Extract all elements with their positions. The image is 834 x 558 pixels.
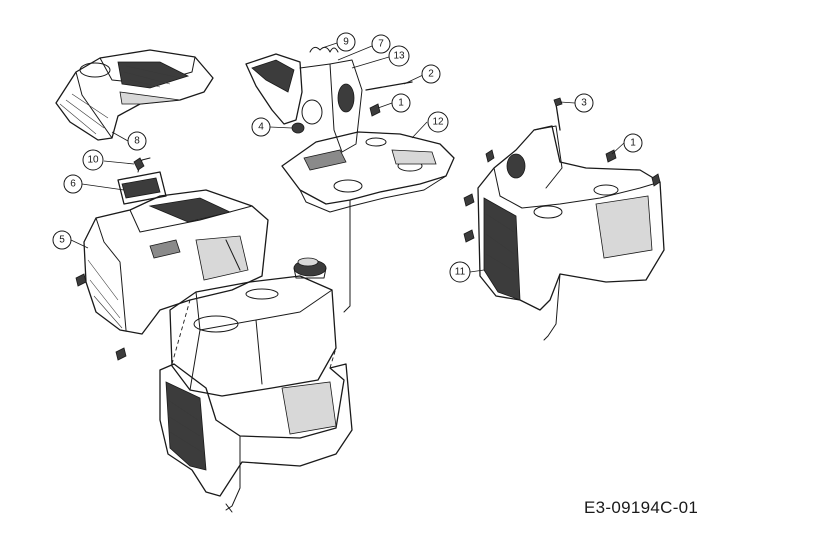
callout-12: 12 — [427, 111, 449, 133]
part-floor-plate — [281, 131, 455, 313]
svg-text:3: 3 — [581, 98, 587, 109]
part-lower-frame-left — [159, 299, 353, 513]
svg-text:1: 1 — [398, 98, 404, 109]
svg-text:12: 12 — [432, 117, 444, 128]
part-screw-1-center — [369, 103, 381, 117]
callout-1-center: 1 — [391, 93, 411, 113]
callout-3: 3 — [574, 93, 594, 113]
svg-text:13: 13 — [393, 51, 405, 62]
callout-13: 13 — [388, 45, 410, 67]
callout-8: 8 — [127, 131, 147, 151]
part-screw-10 — [133, 157, 145, 171]
svg-text:1: 1 — [630, 138, 636, 149]
callout-4: 4 — [251, 117, 271, 137]
svg-text:10: 10 — [87, 155, 99, 166]
part-lower-frame-right — [477, 125, 665, 341]
part-screw-right-c — [485, 149, 495, 163]
drawing-code-label: E3-09194C-01 — [584, 498, 699, 517]
svg-text:5: 5 — [59, 235, 65, 246]
callout-10: 10 — [82, 149, 104, 171]
svg-text:8: 8 — [134, 136, 140, 147]
callout-leaders — [70, 42, 625, 273]
svg-text:7: 7 — [378, 39, 384, 50]
callout-1-right: 1 — [623, 133, 643, 153]
part-clip-3 — [553, 97, 563, 131]
part-screw-right-b — [463, 229, 475, 243]
part-dash-cover — [55, 49, 214, 141]
part-spring-9 — [309, 46, 339, 53]
svg-text:4: 4 — [258, 122, 264, 133]
part-dash-bracket-13 — [245, 53, 363, 153]
callout-7: 7 — [371, 34, 391, 54]
part-bolt-4 — [291, 122, 305, 134]
svg-text:6: 6 — [70, 179, 76, 190]
part-fuel-tank — [169, 257, 337, 397]
part-screw-left-b — [115, 347, 127, 361]
part-screw-right-d — [651, 173, 661, 187]
svg-text:11: 11 — [455, 267, 466, 278]
callout-11: 11 — [449, 261, 471, 283]
part-screw-right-a — [463, 193, 475, 207]
callout-2: 2 — [421, 64, 441, 84]
part-rod-2 — [365, 81, 413, 91]
part-bracket — [117, 157, 167, 205]
callout-9: 9 — [336, 32, 356, 52]
svg-text:9: 9 — [343, 37, 349, 48]
svg-text:2: 2 — [428, 69, 434, 80]
callout-5: 5 — [52, 230, 72, 250]
part-screw-left-a — [75, 273, 87, 287]
part-dash-frame — [83, 189, 269, 335]
callout-6: 6 — [63, 174, 83, 194]
